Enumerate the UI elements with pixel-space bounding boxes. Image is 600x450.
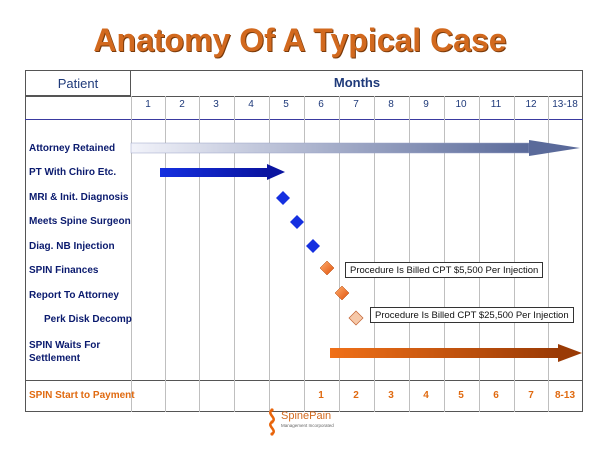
row-label-nb-injection: Diag. NB Injection [29,241,115,252]
grid-line [131,96,132,412]
month-label: 4 [248,99,254,110]
row-label-perk-disk-decomp: Perk Disk Decomp [44,314,132,325]
pt-chiro-arrow [160,164,285,180]
payment-month: 7 [528,390,534,401]
grid-line [444,96,445,412]
grid-line [548,96,549,412]
row-label-attorney-retained: Attorney Retained [29,143,116,154]
row-label-mri-diagnosis: MRI & Init. Diagnosis [29,192,129,203]
row-label-spin-waits: SPIN Waits For Settlement [29,340,101,364]
month-label: 10 [455,99,467,110]
months-header: Months [333,75,381,90]
grid-line [269,96,270,412]
payment-month: 5 [458,390,464,401]
mri-diagnosis-marker [276,191,290,205]
spin-start-to-payment-label: SPIN Start to Payment [29,390,135,401]
spine-surgeon-marker [290,215,304,229]
grid-line [339,96,340,412]
month-label: 2 [179,99,185,110]
month-label: 5 [283,99,289,110]
payment-month: 3 [388,390,394,401]
grid-line [304,96,305,412]
grid-line [199,96,200,412]
grid-line [514,96,515,412]
nb-injection-marker [306,239,320,253]
month-label: 9 [423,99,429,110]
spin-waits-arrow [330,344,582,362]
month-label: 7 [353,99,359,110]
grid-line [165,96,166,412]
payment-month: 4 [423,390,429,401]
logo-subtitle: Management Incorporated [281,423,334,428]
grid-line [234,96,235,412]
page-title: Anatomy Of A Typical Case [93,22,507,58]
logo-name: SpinePain [281,410,332,422]
grid-line [409,96,410,412]
payment-month: 2 [353,390,359,401]
month-label: 11 [490,99,502,110]
month-label: 8 [388,99,394,110]
billing-note-25500: Procedure Is Billed CPT $25,500 Per Inje… [370,307,574,323]
month-label: 12 [525,99,537,110]
report-attorney-marker [334,285,350,301]
spin-finances-marker [319,260,335,276]
payment-month: 1 [318,390,324,401]
row-label-pt-chiro: PT With Chiro Etc. [29,167,117,178]
perk-disk-decomp-marker [348,310,364,326]
patient-header: Patient [25,70,131,96]
row-label-report-attorney: Report To Attorney [29,290,119,301]
payment-month: 8-13 [554,390,575,401]
month-label: 1 [145,99,151,110]
attorney-retained-arrow [130,140,580,156]
grid-line [374,96,375,412]
month-label: 13-18 [552,99,578,110]
row-label-spin-finances: SPIN Finances [29,265,99,276]
row-label-spine-surgeon: Meets Spine Surgeon [29,216,131,227]
payment-month: 6 [493,390,499,401]
grid-line [479,96,480,412]
billing-note-5500: Procedure Is Billed CPT $5,500 Per Injec… [345,262,544,278]
spinepain-logo-icon [269,408,275,436]
month-label: 3 [213,99,219,110]
month-label: 6 [318,99,324,110]
